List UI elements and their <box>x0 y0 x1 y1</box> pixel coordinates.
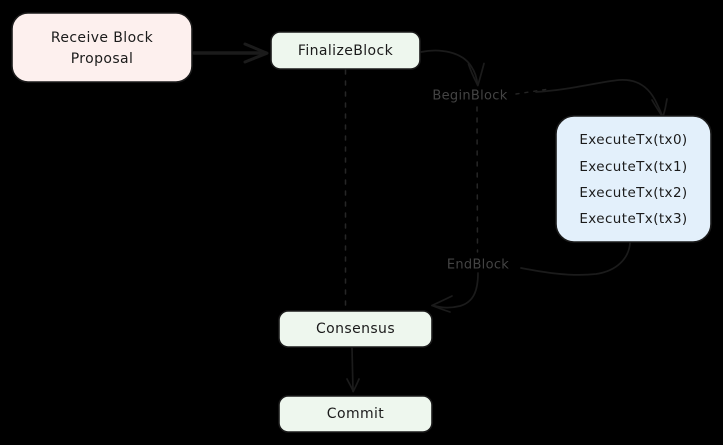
node-commit[interactable]: Commit <box>278 395 433 433</box>
execute-tx-shape[interactable] <box>555 115 712 243</box>
commit-label: Commit <box>327 406 385 422</box>
end-block-label: EndBlock <box>447 258 509 273</box>
node-finalize-block[interactable]: FinalizeBlock <box>270 31 421 70</box>
node-execute-tx[interactable]: ExecuteTx(tx0) ExecuteTx(tx1) ExecuteTx(… <box>555 115 712 243</box>
edge-beginblock-to-executetx <box>535 79 668 119</box>
edge-endblock-to-consensus <box>431 272 479 313</box>
edge-finalize-to-beginblock <box>420 49 485 87</box>
receive-block-proposal-line-0: Receive Block <box>51 30 154 46</box>
edge-executetx-to-endblock <box>520 242 631 276</box>
edge-label-end-block: EndBlock <box>447 258 509 273</box>
edge-beginblock-trailing-dash <box>515 88 550 95</box>
execute-tx-line-2: ExecuteTx(tx2) <box>579 185 687 201</box>
begin-block-label: BeginBlock <box>432 89 507 104</box>
edge-consensus-to-commit <box>346 347 360 393</box>
receive-block-proposal-line-1: Proposal <box>71 51 134 67</box>
consensus-label: Consensus <box>316 321 395 337</box>
execute-tx-line-1: ExecuteTx(tx1) <box>579 159 687 175</box>
edge-proposal-to-finalize <box>192 42 269 64</box>
node-consensus[interactable]: Consensus <box>278 310 433 348</box>
edge-beginblock-lifeline <box>476 106 479 253</box>
finalize-block-shape[interactable] <box>270 31 421 70</box>
execute-tx-line-3: ExecuteTx(tx3) <box>579 211 687 227</box>
receive-block-proposal-shape[interactable] <box>11 12 193 83</box>
finalize-block-label: FinalizeBlock <box>298 43 394 59</box>
node-receive-block-proposal[interactable]: Receive Block Proposal <box>11 12 193 83</box>
execute-tx-line-0: ExecuteTx(tx0) <box>579 132 687 148</box>
consensus-shape[interactable] <box>278 310 433 348</box>
commit-shape[interactable] <box>278 395 433 433</box>
edge-label-begin-block: BeginBlock <box>432 89 507 104</box>
